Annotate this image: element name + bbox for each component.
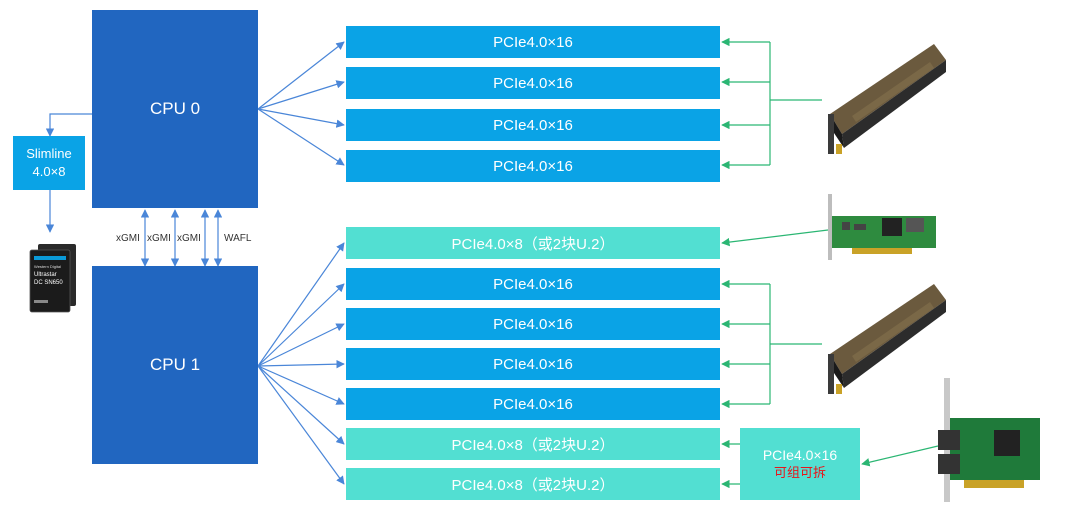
ssd-brand: Western Digital xyxy=(34,264,61,269)
interconnect-label: WAFL xyxy=(224,233,252,244)
gpu-card-icon xyxy=(822,36,952,168)
pcie-slot: PCIe4.0×16 xyxy=(346,67,720,99)
pcie-slot-label: PCIe4.0×16 xyxy=(493,315,573,333)
cpu1-fanout-arrows xyxy=(257,242,345,485)
pcie-slot: PCIe4.0×8（或2块U.2） xyxy=(346,468,720,500)
pcie-slot: PCIe4.0×8（或2块U.2） xyxy=(346,428,720,460)
nvme-ssd-icon: Western Digital Ultrastar DC SN650 xyxy=(28,242,80,314)
slimline-line1: Slimline xyxy=(26,146,72,161)
pcie-slot-label: PCIe4.0×16 xyxy=(493,33,573,51)
raid-card-icon xyxy=(822,194,940,262)
cpu1-block: CPU 1 xyxy=(92,266,258,464)
pcie-slot-label: PCIe4.0×16 xyxy=(493,116,573,134)
interconnect-label: xGMI xyxy=(177,233,201,244)
nic-card-icon xyxy=(934,378,1046,506)
pcie-slot-label: PCIe4.0×8（或2块U.2） xyxy=(451,436,615,454)
cpu0-block: CPU 0 xyxy=(92,10,258,208)
gpu1-green-arrows xyxy=(721,279,822,409)
pcie-slot-label: PCIe4.0×8（或2块U.2） xyxy=(451,235,615,253)
ssd-line1: Ultrastar xyxy=(34,272,57,278)
pcie-slot-label: PCIe4.0×16 xyxy=(493,355,573,373)
pcie-slot: PCIe4.0×16 xyxy=(346,150,720,182)
gpu0-green-arrows xyxy=(721,37,822,170)
cpu0-label: CPU 0 xyxy=(149,99,201,118)
cpu1-label: CPU 1 xyxy=(149,355,201,374)
pcie-slot-label: PCIe4.0×16 xyxy=(493,395,573,413)
slimline-arrows xyxy=(45,113,92,233)
pcie-slot-label: PCIe4.0×16 xyxy=(493,275,573,293)
pcie-slot-label: PCIe4.0×8（或2块U.2） xyxy=(451,476,615,494)
pcie-slot-label: PCIe4.0×16 xyxy=(493,74,573,92)
pcie-slot: PCIe4.0×16 xyxy=(346,26,720,58)
pcie-slot: PCIe4.0×16 xyxy=(346,268,720,300)
pcie-slot-label: PCIe4.0×16 xyxy=(493,157,573,175)
pcie-slot: PCIe4.0×16 xyxy=(346,348,720,380)
slimline-line2: 4.0×8 xyxy=(32,164,66,179)
slimline-box: Slimline 4.0×8 xyxy=(13,136,85,190)
pcie-slot: PCIe4.0×16 xyxy=(346,388,720,420)
pcie-slot: PCIe4.0×16 xyxy=(346,308,720,340)
pcie-slot: PCIe4.0×16 xyxy=(346,109,720,141)
cpu0-fanout-arrows xyxy=(257,41,345,166)
interconnect-label: xGMI xyxy=(116,233,140,244)
raid-green-arrow xyxy=(721,229,829,247)
pcie-slot: PCIe4.0×8（或2块U.2） xyxy=(346,227,720,259)
gpu-card-icon xyxy=(822,276,952,408)
merge-box-line2: 可组可拆 xyxy=(773,465,826,480)
interconnect-arrows xyxy=(140,209,223,267)
interconnect-label: xGMI xyxy=(147,233,171,244)
ssd-line2: DC SN650 xyxy=(34,280,63,286)
merge-box-line1: PCIe4.0×16 xyxy=(762,447,838,463)
merge-green-arrows xyxy=(721,439,939,489)
merge-box: PCIe4.0×16 可组可拆 xyxy=(740,428,860,500)
